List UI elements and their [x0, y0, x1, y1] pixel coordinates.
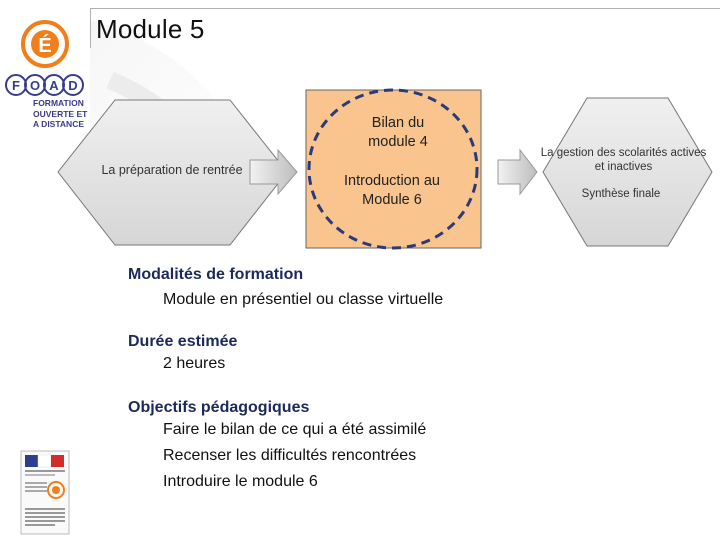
section-modalites: Modalités de formation Module en présent… [128, 266, 688, 313]
center-bottom-label: Introduction au Module 6 [322, 172, 462, 210]
right-bottom-label: Synthèse finale [556, 188, 686, 200]
arrow-right-icon [498, 150, 537, 194]
center-top-label: Bilan du module 4 [348, 114, 448, 152]
section-objectifs: Objectifs pédagogiques Faire le bilan de… [128, 399, 688, 495]
left-step-label: La préparation de rentrée [72, 163, 272, 177]
section-line: Faire le bilan de ce qui a été assimilé [128, 417, 688, 443]
module-details: Modalités de formation Module en présent… [128, 266, 688, 495]
ministry-logo-icon [20, 450, 70, 535]
section-heading: Durée estimée [128, 333, 688, 351]
section-duree: Durée estimée 2 heures [128, 333, 688, 377]
section-line: 2 heures [128, 351, 688, 377]
section-line: Introduire le module 6 [128, 469, 688, 495]
section-heading: Objectifs pédagogiques [128, 399, 688, 417]
right-top-label: La gestion des scolarités actives et ina… [536, 146, 711, 174]
section-line: Module en présentiel ou classe virtuelle [128, 287, 688, 313]
section-line: Recenser les difficultés rencontrées [128, 443, 688, 469]
section-heading: Modalités de formation [128, 266, 688, 284]
